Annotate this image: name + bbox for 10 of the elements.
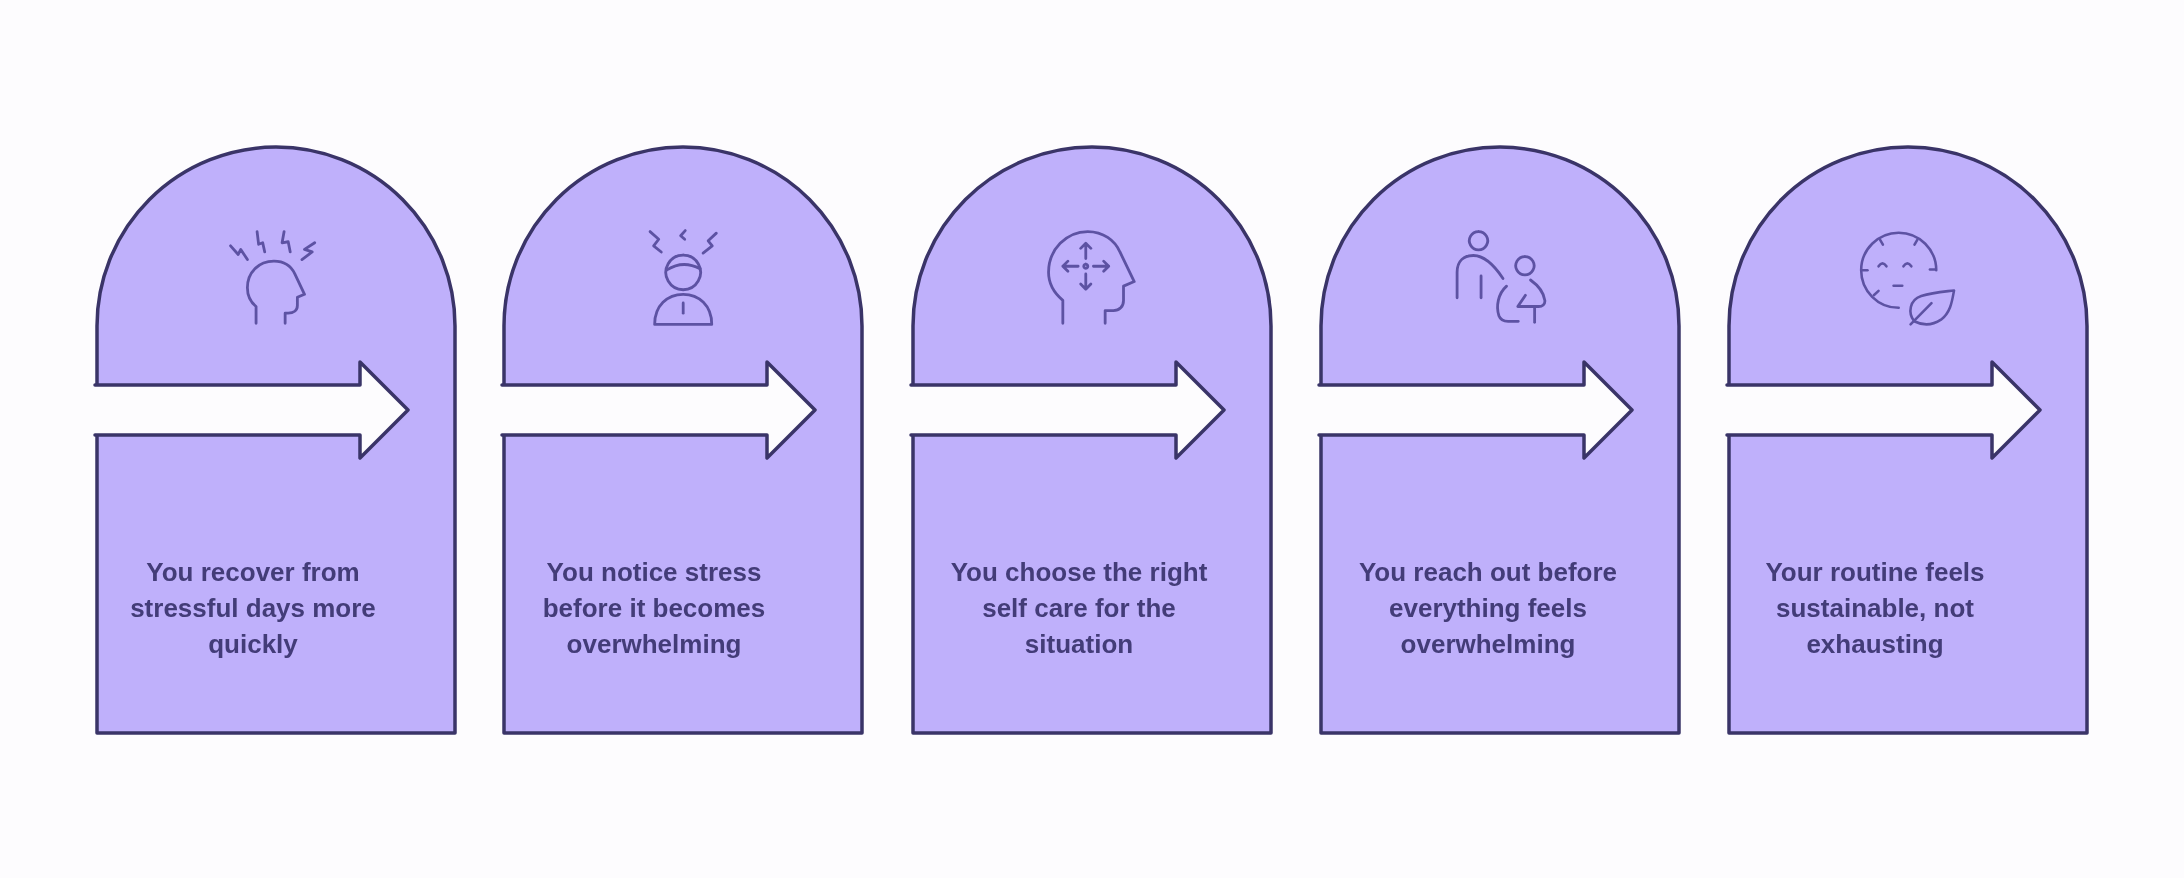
arch-card xyxy=(502,145,864,735)
arch-card xyxy=(1319,145,1681,735)
card-text: You recover from stressful days more quickly xyxy=(129,556,377,661)
arch-card xyxy=(95,145,457,735)
card-text: You choose the right self care for the situation xyxy=(949,556,1209,661)
arch-card xyxy=(911,145,1273,735)
card-text: You reach out before everything feels overwhelming xyxy=(1357,556,1619,661)
arch-card xyxy=(1727,145,2089,735)
card-text: Your routine feels sustainable, not exhausting xyxy=(1764,556,1986,661)
card-text: You notice stress before it becomes overwhelming xyxy=(541,556,767,661)
